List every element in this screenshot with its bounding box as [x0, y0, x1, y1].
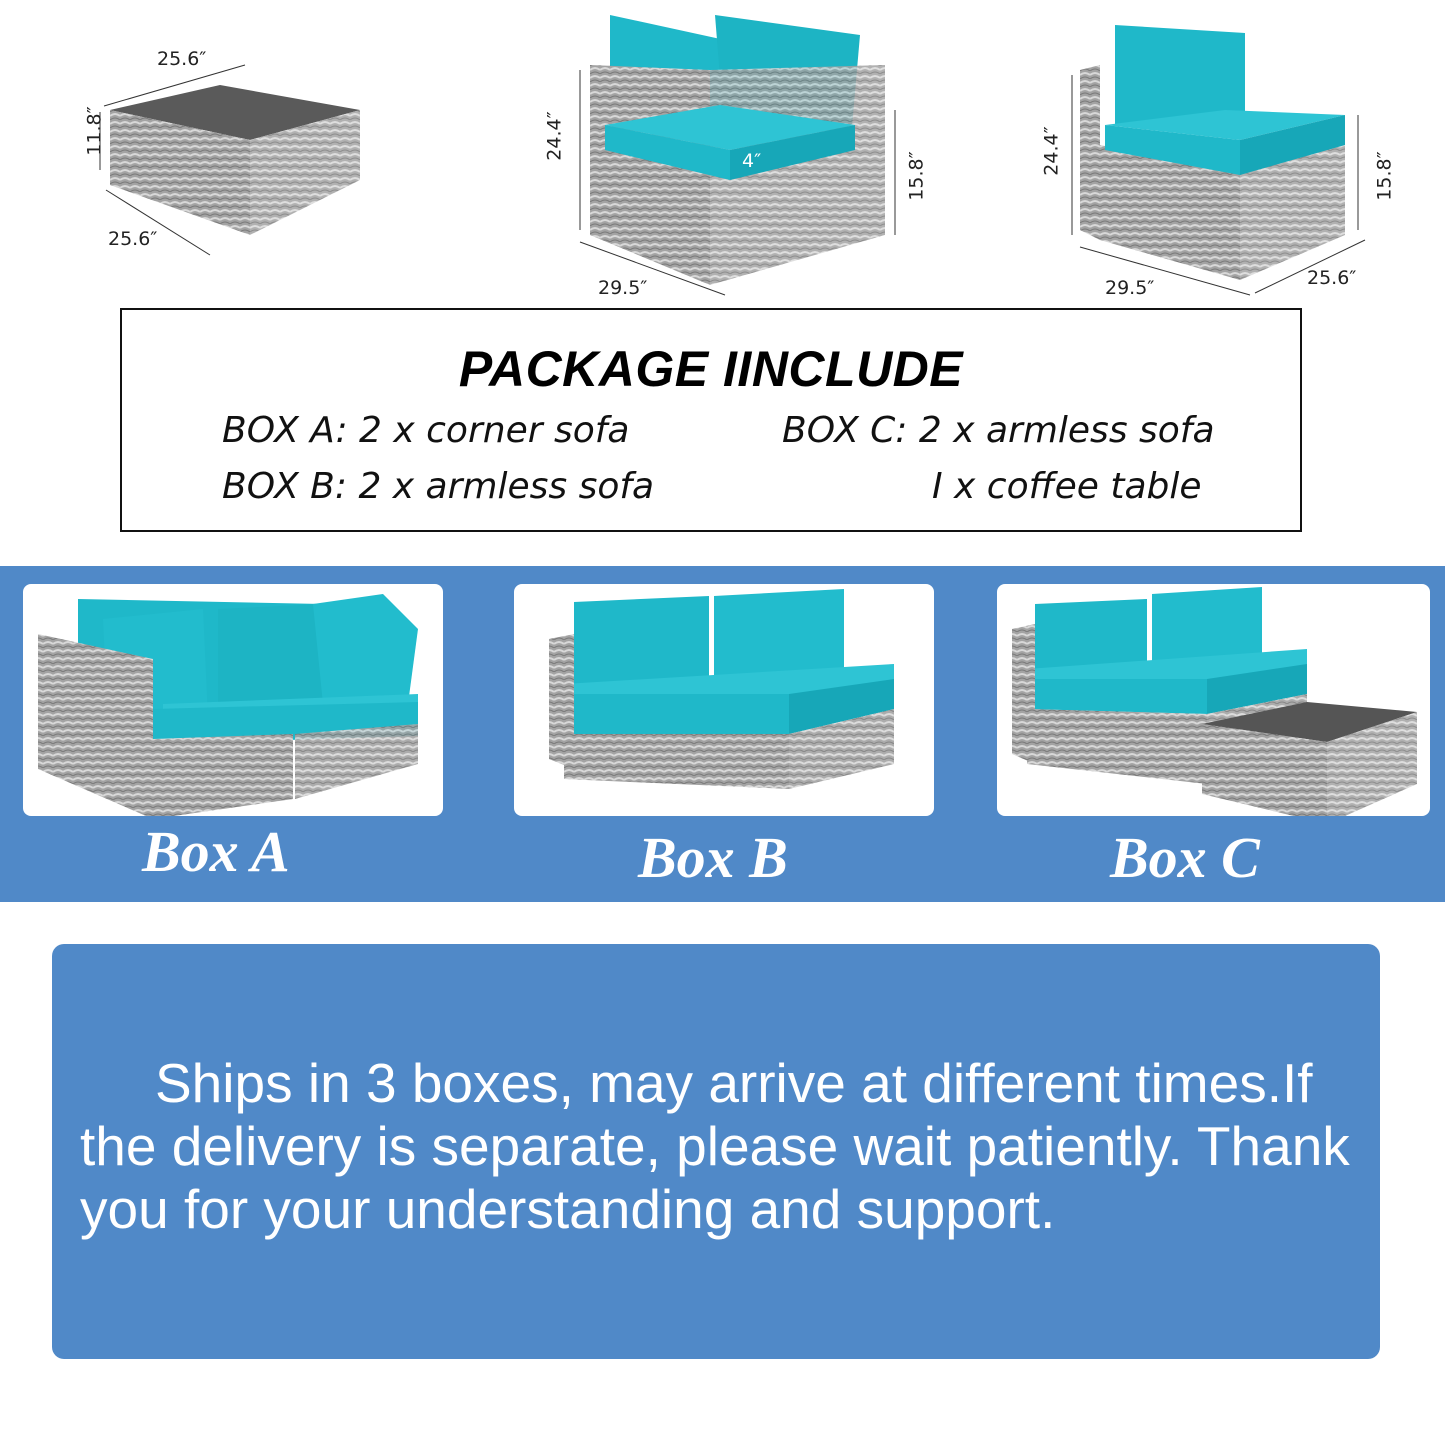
armless-sofa-illustration: [1071, 25, 1366, 296]
coffee-table-illustration: [99, 64, 360, 256]
corner-cushion-dimension: 4″: [742, 150, 762, 172]
package-title: PACKAGE IINCLUDE: [458, 341, 964, 397]
table-top-dimension: 25.6″: [157, 48, 207, 70]
table-depth-dimension: 25.6″: [108, 228, 158, 250]
box-b-label: Box B: [638, 825, 788, 890]
armless-height-dimension: 24.4″: [1040, 126, 1063, 176]
armless-depth-dimension: 25.6″: [1307, 267, 1357, 289]
corner-height-dimension: 24.4″: [543, 111, 566, 161]
box-c-contents: BOX C: 2 x armless sofa: [782, 410, 1215, 451]
box-c-extra-contents: I x coffee table: [932, 466, 1202, 507]
box-a-label: Box A: [142, 819, 290, 884]
corner-sofa-dimension-drawing: [560, 10, 920, 300]
box-a-sofa-illustration: [38, 594, 418, 816]
box-contents-band: Box A Box B Box C: [0, 566, 1445, 902]
table-height-dimension: 11.8″: [83, 106, 106, 156]
shipping-notice-text: Ships in 3 boxes, may arrive at differen…: [80, 1052, 1350, 1240]
box-b-sofa-illustration: [549, 589, 894, 789]
box-c-label: Box C: [1110, 825, 1260, 890]
package-include-box: PACKAGE IINCLUDE BOX A: 2 x corner sofa …: [120, 308, 1302, 532]
box-a-contents: BOX A: 2 x corner sofa: [222, 410, 630, 451]
armless-sofa-dimension-drawing: [1060, 15, 1400, 300]
corner-sofa-illustration: [579, 15, 896, 296]
box-c-card: [997, 584, 1430, 816]
corner-seat-height-dimension: 15.8″: [905, 151, 928, 201]
box-b-card: [514, 584, 934, 816]
shipping-notice-panel: Ships in 3 boxes, may arrive at differen…: [52, 944, 1380, 1359]
coffee-table-dimension-drawing: [70, 40, 370, 270]
box-b-contents: BOX B: 2 x armless sofa: [222, 466, 655, 507]
armless-width-dimension: 29.5″: [1105, 277, 1155, 299]
box-c-sofa-illustration: [1012, 587, 1417, 816]
corner-width-dimension: 29.5″: [598, 277, 648, 299]
armless-seat-height-dimension: 15.8″: [1373, 151, 1396, 201]
box-a-card: [23, 584, 443, 816]
